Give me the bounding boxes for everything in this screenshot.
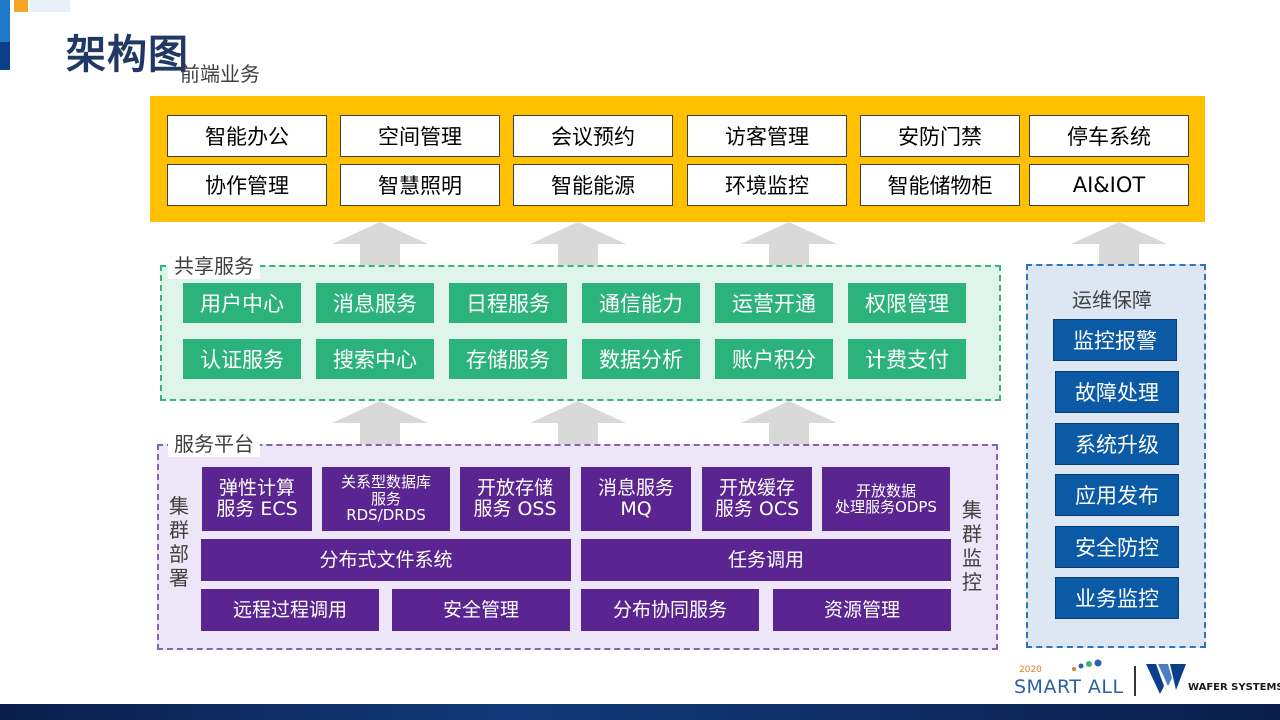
- shared-service-item: 消息服务: [316, 283, 434, 323]
- frontend-item: 智能办公: [167, 115, 327, 157]
- platform-service-oss: 开放存储 服务 OSS: [460, 467, 570, 531]
- cluster-deploy-label: 集 群 部 署: [167, 494, 191, 590]
- shared-service-item: 存储服务: [449, 339, 567, 379]
- platform-service-line: 服务 OSS: [473, 498, 557, 520]
- platform-service-line: 开放存储: [476, 477, 553, 500]
- footer-bar: [0, 704, 1280, 720]
- platform-service-rds: 关系型数据库 服务 RDS/DRDS: [322, 467, 450, 531]
- frontend-item: 智能储物柜: [860, 164, 1020, 206]
- ops-item: 安全防控: [1055, 526, 1179, 568]
- platform-service-item: 分布协同服务: [581, 589, 759, 631]
- ops-item: 监控报警: [1053, 319, 1177, 361]
- platform-service-odps: 开放数据 处理服务ODPS: [822, 467, 950, 531]
- platform-service-line: MQ: [620, 498, 652, 520]
- vertical-char: 集: [169, 494, 189, 518]
- vertical-char: 群: [169, 518, 189, 542]
- up-arrow-icon: [332, 222, 428, 266]
- corner-decoration: [0, 42, 10, 70]
- vertical-char: 部: [169, 542, 189, 566]
- shared-service-item: 搜索中心: [316, 339, 434, 379]
- platform-service-mq: 消息服务 MQ: [581, 467, 691, 531]
- platform-service-line: 处理服务ODPS: [835, 498, 937, 516]
- up-arrow-icon: [332, 401, 428, 445]
- shared-service-item: 运营开通: [715, 283, 833, 323]
- shared-service-item: 通信能力: [582, 283, 700, 323]
- frontend-item: 会议预约: [513, 115, 673, 157]
- frontend-item: 环境监控: [687, 164, 847, 206]
- frontend-item: 智能能源: [513, 164, 673, 206]
- frontend-item: 智慧照明: [340, 164, 500, 206]
- up-arrow-icon: [530, 222, 626, 266]
- shared-service-item: 账户积分: [715, 339, 833, 379]
- shared-service-item: 日程服务: [449, 283, 567, 323]
- service-platform-label: 服务平台: [168, 428, 260, 457]
- platform-service-line: 开放数据: [855, 481, 916, 500]
- platform-service-line: 服务 OCS: [714, 498, 800, 520]
- frontend-label: 前端业务: [180, 62, 260, 86]
- platform-service-line: 服务: [370, 489, 401, 508]
- platform-service-line: 开放缓存: [718, 477, 795, 500]
- cluster-monitor-label: 集 群 监 控: [960, 498, 984, 594]
- corner-decoration: [14, 0, 28, 12]
- corner-decoration: [0, 0, 10, 42]
- platform-service-line: 关系型数据库: [340, 473, 431, 492]
- frontend-item: 访客管理: [687, 115, 847, 157]
- up-arrow-icon: [1071, 222, 1167, 266]
- smart-all-logo: SMART ALL: [1014, 676, 1124, 698]
- vertical-char: 集: [962, 498, 982, 522]
- page-title: 架构图: [66, 32, 189, 78]
- vertical-char: 群: [962, 522, 982, 546]
- smart-all-dots-icon: [1072, 659, 1102, 671]
- frontend-item: AI&IOT: [1029, 164, 1189, 206]
- vertical-char: 控: [962, 570, 982, 594]
- shared-service-item: 数据分析: [582, 339, 700, 379]
- ops-item: 系统升级: [1055, 423, 1179, 465]
- platform-service-line: 消息服务: [597, 477, 674, 500]
- frontend-item: 安防门禁: [860, 115, 1020, 157]
- platform-service-ecs: 弹性计算 服务 ECS: [202, 467, 312, 531]
- up-arrow-icon: [530, 401, 626, 445]
- platform-service-wide: 任务调用: [581, 539, 951, 581]
- wafer-systems-logo: WAFER SYSTEMS: [1188, 682, 1280, 693]
- shared-services-label: 共享服务: [168, 250, 260, 279]
- platform-service-item: 资源管理: [773, 589, 951, 631]
- logo-year: 2020: [1019, 665, 1042, 675]
- shared-service-item: 用户中心: [183, 283, 301, 323]
- shared-service-item: 认证服务: [183, 339, 301, 379]
- vertical-char: 署: [169, 566, 189, 590]
- frontend-item: 空间管理: [340, 115, 500, 157]
- platform-service-line: 服务 ECS: [216, 498, 298, 520]
- wafer-systems-logo-icon: [1146, 664, 1186, 694]
- vertical-char: 监: [962, 546, 982, 570]
- corner-decoration: [30, 0, 70, 12]
- platform-service-line: 弹性计算: [218, 477, 295, 500]
- ops-assurance-label: 运维保障: [1072, 288, 1152, 312]
- frontend-item: 停车系统: [1029, 115, 1189, 157]
- platform-service-item: 远程过程调用: [201, 589, 379, 631]
- platform-service-line: RDS/DRDS: [346, 506, 426, 525]
- up-arrow-icon: [741, 222, 837, 266]
- logo-divider: [1134, 666, 1136, 696]
- platform-service-wide: 分布式文件系统: [201, 539, 571, 581]
- ops-item: 业务监控: [1055, 577, 1179, 619]
- platform-service-item: 安全管理: [392, 589, 570, 631]
- frontend-item: 协作管理: [167, 164, 327, 206]
- ops-item: 应用发布: [1055, 474, 1179, 516]
- shared-service-item: 计费支付: [848, 339, 966, 379]
- up-arrow-icon: [741, 401, 837, 445]
- platform-service-ocs: 开放缓存 服务 OCS: [702, 467, 812, 531]
- shared-service-item: 权限管理: [848, 283, 966, 323]
- ops-item: 故障处理: [1055, 371, 1179, 413]
